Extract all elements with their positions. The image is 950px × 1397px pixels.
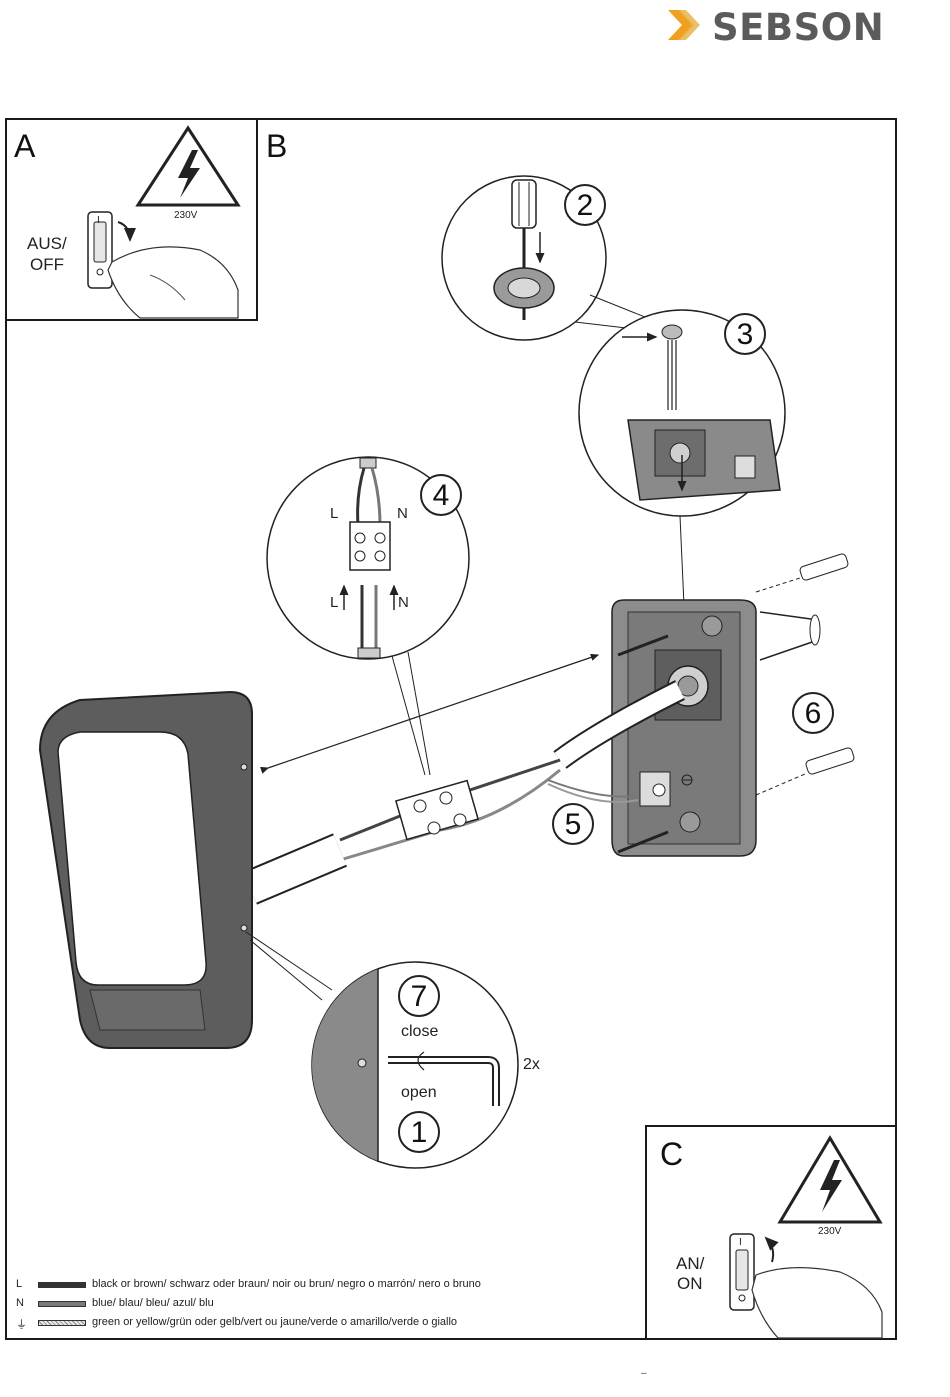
panel-c-warning-icon [780, 1138, 880, 1222]
legend-key: L [16, 1278, 34, 1290]
page-mark: – [641, 1368, 647, 1379]
legend-swatch-earth [38, 1320, 86, 1326]
step-badge-5: 5 [552, 803, 594, 845]
legend-text: black or brown/ schwarz oder braun/ noir… [92, 1278, 481, 1290]
panel-a-voltage: 230V [174, 210, 197, 221]
earth-icon: ⏚ [16, 1316, 34, 1332]
panel-c-voltage: 230V [818, 1226, 841, 1237]
panel-a-letter: A [14, 128, 35, 165]
legend-swatch-live [38, 1282, 86, 1288]
label-neutral-top: N [397, 505, 408, 522]
panel-c-switch-label-1: AN/ [676, 1254, 704, 1274]
legend-text: blue/ blau/ bleu/ azul/ blu [92, 1297, 214, 1309]
label-close: close [401, 1023, 438, 1041]
step-2-detail [442, 176, 665, 340]
legend-key: N [16, 1297, 34, 1309]
panel-a-switch-label-2: OFF [30, 255, 64, 275]
panel-c-switch-label-2: ON [677, 1274, 703, 1294]
panel-a-warning-icon [138, 128, 238, 205]
step-7-1-detail [246, 932, 518, 1168]
step-3-detail [579, 310, 785, 650]
panel-c-switch-mark: I [739, 1237, 742, 1248]
label-live-top: L [330, 505, 338, 522]
label-count: 2x [523, 1056, 540, 1074]
legend-text: green or yellow/grün oder gelb/vert ou j… [92, 1316, 457, 1328]
label-live-bottom: L [330, 594, 338, 611]
step-badge-3: 3 [724, 313, 766, 355]
step-badge-7: 7 [398, 975, 440, 1017]
terminal-block [396, 781, 478, 840]
label-neutral-bottom: N [398, 594, 409, 611]
legend-swatch-neutral [38, 1301, 86, 1307]
panel-a-switch-label-1: AUS/ [27, 234, 67, 254]
step-badge-6: 6 [792, 692, 834, 734]
panel-a-switch-mark: I [97, 215, 100, 226]
step-badge-1: 1 [398, 1111, 440, 1153]
label-open: open [401, 1084, 437, 1102]
panel-c-switch-icon [730, 1234, 882, 1338]
wall-plug-icon [799, 553, 855, 775]
step-badge-2: 2 [564, 184, 606, 226]
panel-a-switch-icon [88, 212, 238, 318]
panel-c-letter: C [660, 1136, 683, 1173]
step-badge-4: 4 [420, 474, 462, 516]
panel-b-letter: B [266, 128, 287, 165]
